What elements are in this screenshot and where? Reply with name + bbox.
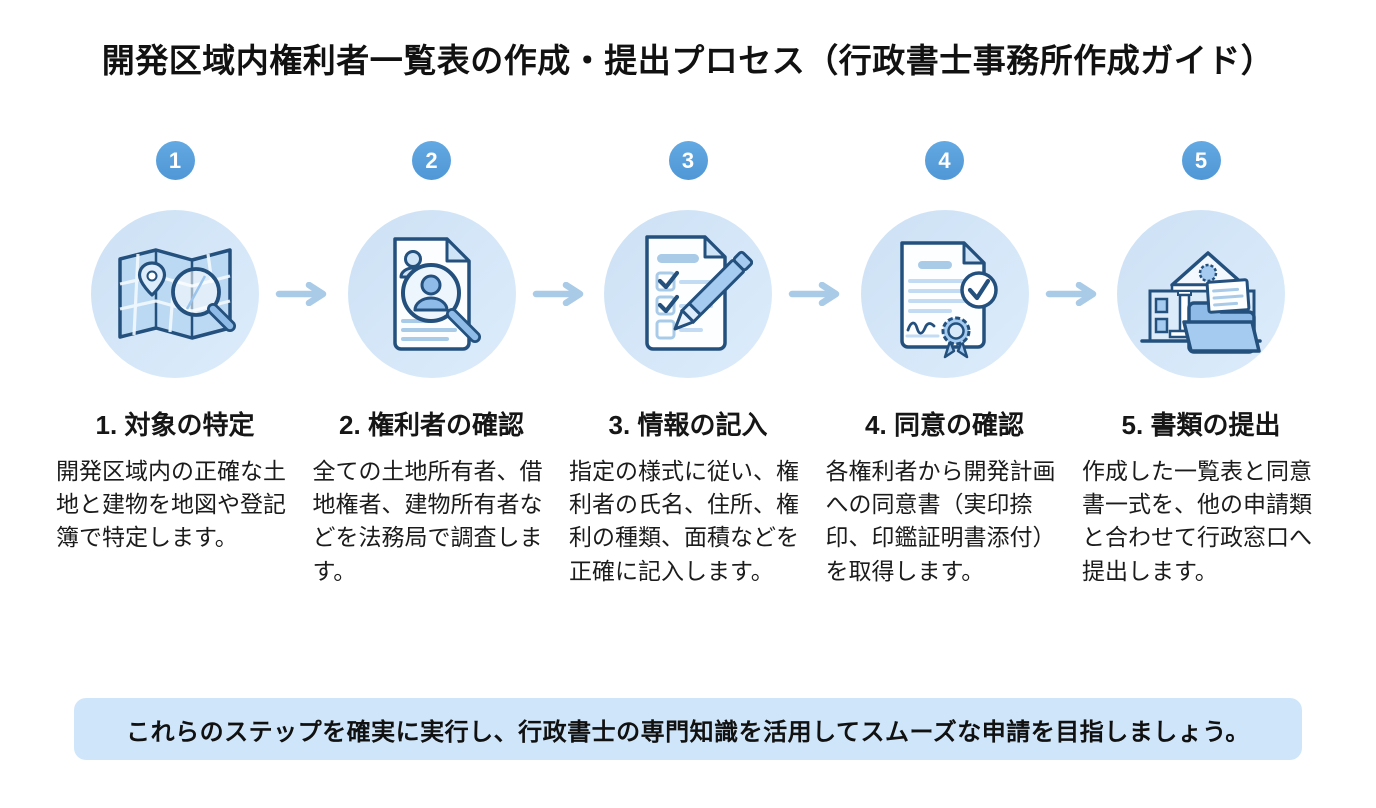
step-3-number-badge: 3 [668,141,708,181]
step-3-heading: 3. 情報の記入 [608,410,768,441]
step-4-number-badge: 4 [925,141,964,181]
step-5: 5 [1082,141,1320,587]
government-office-folder-icon [1117,210,1285,379]
arrow-right-icon [532,282,584,307]
map-location-search-icon [91,210,259,379]
step-1: 1 1. 対象の特定 開発区域内の正確な土地と建物を地図や登記簿で特定します。 [56,141,294,587]
step-2-heading: 2. 権利者の確認 [339,410,524,441]
step-1-description: 開発区域内の正確な土地と建物を地図や登記簿で特定します。 [56,458,286,551]
person-search-graphic [392,237,481,351]
step-2-description: 全ての土地所有者、借地権者、建物所有者などを法務局で調査します。 [312,458,543,584]
checklist-pen-icon [604,210,772,379]
certificate-graphic [899,241,998,359]
step-4-heading: 4. 同意の確認 [865,410,1024,441]
process-steps-row: 1 1. 対象の特定 開発区域内の正確な土地と建物を地図や登記簿で特定します。 [56,141,1320,587]
arrow-right-icon [788,282,840,307]
consent-certificate-seal-icon [860,210,1029,379]
checklist-graphic [645,235,753,351]
step-3: 3 [569,141,807,587]
arrow-right-icon [1045,282,1097,307]
step-5-description: 作成した一覧表と同意書一式を、他の申請類と合わせて行政窓口へ提出します。 [1082,458,1312,584]
step-4-description: 各権利者から開発計画への同意書（実印捺印、印鑑証明書添付）を取得します。 [825,458,1056,584]
step-3-description: 指定の様式に従い、権利者の氏名、住所、権利の種類、面積などを正確に記入します。 [569,458,799,584]
step-1-heading: 1. 対象の特定 [95,410,255,441]
page-title: 開発区域内権利者一覧表の作成・提出プロセス（行政書士事務所作成ガイド） [101,42,1275,79]
footer-banner: これらのステップを確実に実行し、行政書士の専門知識を活用してスムーズな申請を目指… [74,698,1302,760]
step-2: 2 2. 権利者の確認 全ての土地所有者、借地権 [313,141,551,587]
step-5-heading: 5. 書類の提出 [1121,410,1281,441]
process-infographic: 開発区域内権利者一覧表の作成・提出プロセス（行政書士事務所作成ガイド） 1 1.… [0,40,1376,808]
step-2-number-badge: 2 [412,141,451,181]
rights-holder-document-search-icon [347,210,516,379]
step-1-number-badge: 1 [155,141,195,181]
step-5-number-badge: 5 [1181,141,1221,181]
map-search-graphic [118,248,236,340]
step-4: 4 [826,141,1064,587]
building-folder-graphic [1140,251,1262,354]
arrow-right-icon [275,282,327,307]
footer-message: これらのステップを確実に実行し、行政書士の専門知識を活用してスムーズな申請を目指… [126,718,1250,746]
